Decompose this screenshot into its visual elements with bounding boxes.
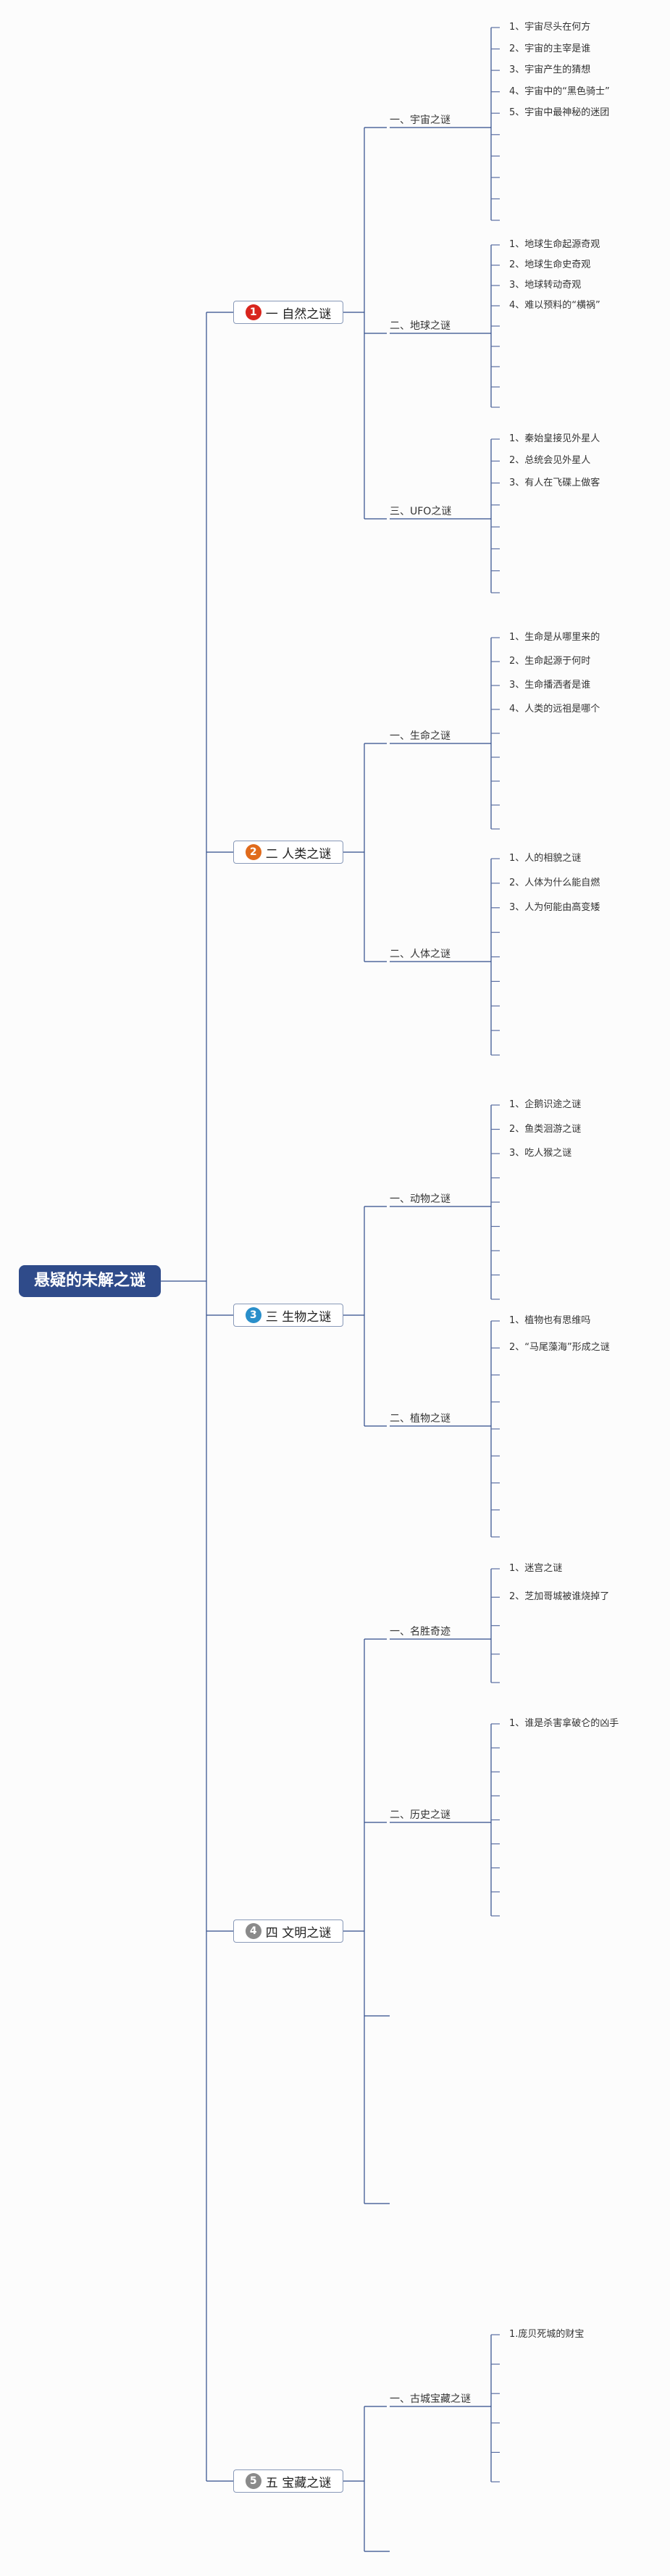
leaf-item[interactable]: 2、总统会见外星人 <box>509 455 591 467</box>
leaf-item[interactable]: 1、迷宫之谜 <box>509 1563 563 1574</box>
leaf-item[interactable]: 3、吃人猴之谜 <box>509 1148 572 1159</box>
topic-node[interactable]: 1 一 自然之谜 <box>233 301 343 324</box>
topic-label: 五 宝藏之谜 <box>265 2475 332 2490</box>
leaf-item[interactable]: 1.庞贝死城的财宝 <box>509 2329 585 2340</box>
leaf-item[interactable]: 5、宇宙中最神秘的迷团 <box>509 107 610 119</box>
leaf-item[interactable]: 4、宇宙中的“黑色骑士” <box>509 86 610 97</box>
leaf-item[interactable]: 2、生命起源于何时 <box>509 656 591 667</box>
subtopic-label[interactable]: 一、宇宙之谜 <box>390 114 451 126</box>
topic-node[interactable]: 5 五 宝藏之谜 <box>233 2469 343 2493</box>
leaf-item[interactable]: 2、鱼类洄游之谜 <box>509 1123 582 1135</box>
topic-label: 三 生物之谜 <box>265 1309 332 1325</box>
subtopic-label[interactable]: 二、植物之谜 <box>390 1413 451 1425</box>
number-badge: 5 <box>245 2473 261 2489</box>
leaf-item[interactable]: 2、宇宙的主宰是谁 <box>509 43 591 54</box>
leaf-item[interactable]: 3、宇宙产生的猜想 <box>509 64 591 76</box>
leaf-item[interactable]: 1、宇宙尽头在何方 <box>509 22 591 33</box>
leaf-item[interactable]: 3、生命播洒者是谁 <box>509 680 591 691</box>
topic-label: 一 自然之谜 <box>265 307 332 322</box>
topic-label: 二 人类之谜 <box>265 846 332 862</box>
subtopic-label[interactable]: 一、生命之谜 <box>390 730 451 742</box>
subtopic-label[interactable]: 一、动物之谜 <box>390 1193 451 1205</box>
leaf-item[interactable]: 3、地球转动奇观 <box>509 280 582 291</box>
leaf-item[interactable]: 4、难以预料的“横祸” <box>509 300 600 311</box>
subtopic-label[interactable]: 二、人体之谜 <box>390 949 451 960</box>
number-badge: 2 <box>245 844 261 860</box>
leaf-item[interactable]: 4、人类的远祖是哪个 <box>509 704 600 714</box>
leaf-item[interactable]: 1、生命是从哪里来的 <box>509 632 600 643</box>
leaf-item[interactable]: 2、“马尾藻海”形成之谜 <box>509 1342 610 1354</box>
subtopic-label[interactable]: 一、名胜奇迹 <box>390 1626 451 1638</box>
leaf-item[interactable]: 3、有人在飞碟上做客 <box>509 477 600 488</box>
number-badge: 4 <box>245 1923 261 1939</box>
number-badge: 1 <box>245 304 261 320</box>
leaf-item[interactable]: 2、人体为什么能自燃 <box>509 877 600 888</box>
leaf-item[interactable]: 1、企鹅识途之谜 <box>509 1099 582 1110</box>
leaf-item[interactable]: 1、地球生命起源奇观 <box>509 239 600 250</box>
leaf-item[interactable]: 1、谁是杀害拿破仑的凶手 <box>509 1718 619 1729</box>
topic-label: 四 文明之谜 <box>265 1925 332 1941</box>
subtopic-label[interactable]: 二、历史之谜 <box>390 1809 451 1821</box>
subtopic-label[interactable]: 一、古城宝藏之谜 <box>390 2393 471 2405</box>
leaf-item[interactable]: 2、地球生命史奇观 <box>509 259 591 270</box>
subtopic-label[interactable]: 二、地球之谜 <box>390 320 451 332</box>
subtopic-label[interactable]: 三、UFO之谜 <box>390 506 452 517</box>
leaf-item[interactable]: 1、秦始皇接见外星人 <box>509 433 600 444</box>
leaf-item[interactable]: 3、人为何能由高变矮 <box>509 901 600 913</box>
root-node[interactable]: 悬疑的未解之谜 <box>19 1265 161 1297</box>
leaf-item[interactable]: 2、芝加哥城被谁烧掉了 <box>509 1591 610 1603</box>
leaf-item[interactable]: 1、人的相貌之谜 <box>509 853 582 864</box>
number-badge: 3 <box>245 1307 261 1323</box>
leaf-item[interactable]: 1、植物也有思维吗 <box>509 1315 591 1326</box>
